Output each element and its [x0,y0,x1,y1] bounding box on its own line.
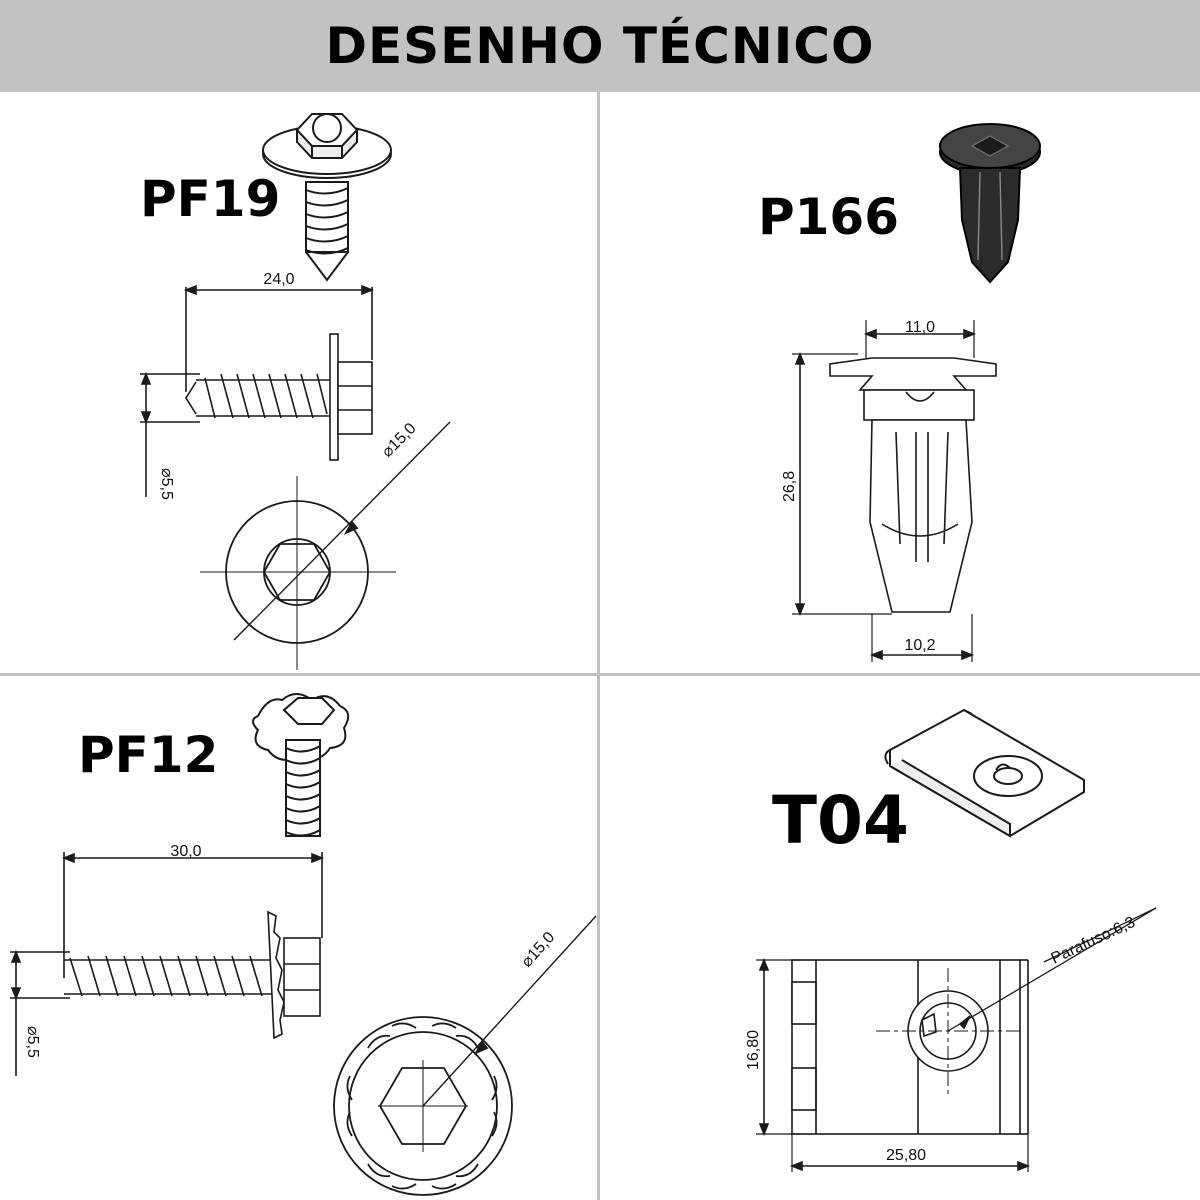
pf12-side-view [10,852,325,1076]
p166-head-width-label: 11,0 [905,319,935,336]
t04-3d-view [884,708,1085,838]
p166-bottom-width-label: 10,2 [904,637,935,654]
part-code-p166: P166 [758,188,900,246]
t04-screw-label: Parafuso:6,3 [1049,914,1139,968]
header-bar: DESENHO TÉCNICO [0,0,1200,92]
pf19-top-view [200,421,451,670]
page-title: DESENHO TÉCNICO [325,17,875,75]
pf19-length-label: 24,0 [263,271,294,288]
pf12-3d-view [252,693,350,837]
pf12-length-label: 30,0 [170,843,201,860]
panel-pf12: PF12 [0,676,597,1200]
panel-t04: T04 [600,676,1200,1200]
pf19-side-view [140,284,375,497]
part-code-pf12: PF12 [78,726,219,784]
part-code-pf19: PF19 [140,170,281,228]
t04-drawing: Parafuso:6,3 16,80 25,80 [745,708,1157,1172]
pf19-head-diameter-label: ⌀15,0 [379,420,420,461]
panel-p166: P166 [600,92,1200,673]
t04-height-label: 16,80 [745,1030,762,1070]
p166-height-label: 26,8 [781,471,798,502]
pf12-shank-diameter-label: ⌀5,5 [24,1026,41,1058]
p166-side-view [792,320,997,662]
horizontal-divider [0,673,1200,676]
pf19-3d-view [262,113,392,282]
vertical-divider [597,92,600,1200]
p166-3d-view [939,123,1041,284]
p166-drawing: 11,0 26,8 10,2 [781,123,1041,662]
panel-pf19: PF19 [0,92,597,673]
part-code-t04: T04 [772,782,909,859]
t04-width-label: 25,80 [886,1147,926,1164]
pf12-top-view [333,915,597,1196]
pf19-shank-diameter-label: ⌀5,5 [158,468,175,500]
pf19-drawing: 24,0 ⌀5,5 ⌀15,0 [140,113,451,670]
t04-front-view [756,907,1157,1172]
pf12-drawing: 30,0 ⌀5,5 ⌀15,0 [10,693,597,1196]
